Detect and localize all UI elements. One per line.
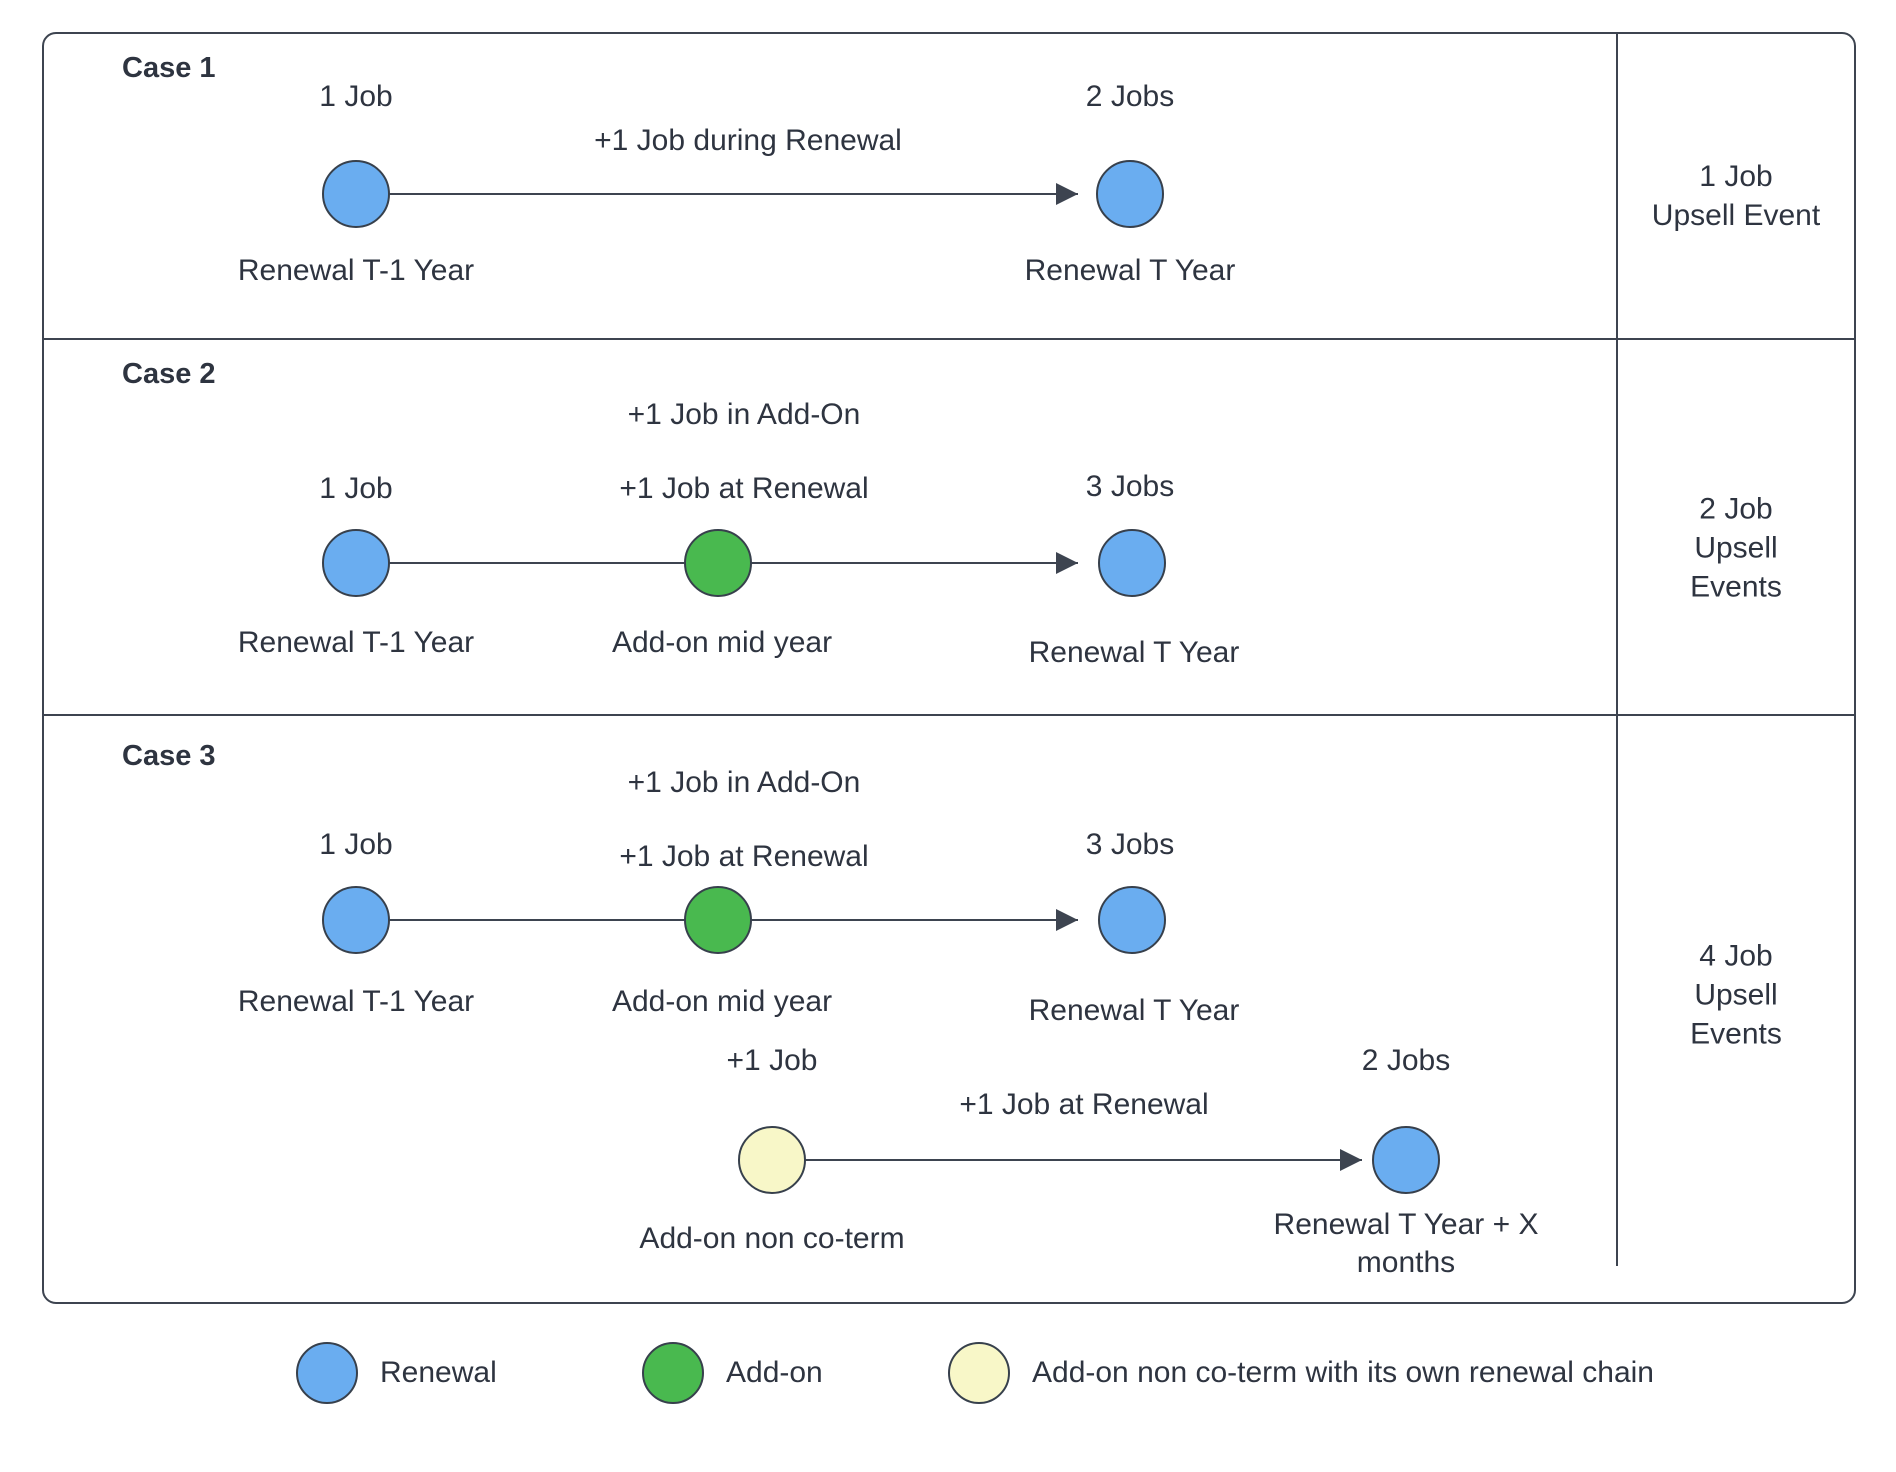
case-3-sub-node-1-bottom-label: Add-on non co-term <box>639 1222 905 1255</box>
diagram-frame <box>42 32 1856 1304</box>
legend-label-addon-non-coterm: Add-on non co-term with its own renewal … <box>1032 1356 1654 1389</box>
case-3-sub-node-1-top-label: +1 Job <box>726 1044 818 1077</box>
case-1-node-1-bottom-label: Renewal T-1 Year <box>237 254 475 287</box>
case-3-node-2-bottom-label: Add-on mid year <box>611 985 833 1018</box>
case-2-summary-line-3: Events <box>1690 570 1782 604</box>
case-3-node-renewal-start[interactable] <box>322 886 390 954</box>
legend-label-addon: Add-on <box>726 1356 823 1389</box>
case-2-summary-line-2: Upsell <box>1694 531 1778 565</box>
case-3-node-renewal-end[interactable] <box>1098 886 1166 954</box>
case-2-node-3-bottom-label: Renewal T Year <box>1028 636 1240 669</box>
case-2-node-1-top-label: 1 Job <box>319 472 393 505</box>
row-divider-1 <box>44 338 1854 340</box>
legend-item-addon-non-coterm: Add-on non co-term with its own renewal … <box>948 1342 1654 1404</box>
case-2-node-addon[interactable] <box>684 529 752 597</box>
case-1-node-2-bottom-label: Renewal T Year <box>1024 254 1236 287</box>
case-2-node-1-bottom-label: Renewal T-1 Year <box>237 626 475 659</box>
case-1-node-1-top-label: 1 Job <box>319 80 393 113</box>
case-1-title: Case 1 <box>122 52 216 84</box>
case-2-node-renewal-end[interactable] <box>1098 529 1166 597</box>
case-3-node-1-bottom-label: Renewal T-1 Year <box>237 985 475 1018</box>
legend-item-addon: Add-on <box>642 1342 823 1404</box>
case-3-arrowhead-sub <box>1340 1149 1362 1171</box>
case-3-summary-line-3: Events <box>1690 1017 1782 1051</box>
case-3-summary: 4 Job Upsell Events <box>1618 937 1854 1054</box>
case-2-title: Case 2 <box>122 358 216 390</box>
case-2-node-renewal-start[interactable] <box>322 529 390 597</box>
case-3-addon-label-top: +1 Job in Add-On <box>627 766 861 799</box>
case-1-node-renewal-start[interactable] <box>322 160 390 228</box>
case-3-sub-node-2-bottom-line-2: months <box>1356 1246 1456 1280</box>
case-1-summary: 1 Job Upsell Event <box>1618 157 1854 235</box>
case-3-summary-line-2: Upsell <box>1694 978 1778 1012</box>
case-1-edge-1-label: +1 Job during Renewal <box>594 124 902 157</box>
case-2-node-2-bottom-label: Add-on mid year <box>611 626 833 659</box>
case-3-sub-node-renewal-end[interactable] <box>1372 1126 1440 1194</box>
case-3-node-3-bottom-label: Renewal T Year <box>1028 994 1240 1027</box>
case-2-summary-line-1: 2 Job <box>1699 492 1773 526</box>
case-2-node-3-top-label: 3 Jobs <box>1085 470 1175 503</box>
legend-swatch-addon-icon <box>642 1342 704 1404</box>
case-3-node-addon-non-coterm[interactable] <box>738 1126 806 1194</box>
case-3-title: Case 3 <box>122 740 216 772</box>
case-3-node-3-top-label: 3 Jobs <box>1085 828 1175 861</box>
case-3-sub-edge-label: +1 Job at Renewal <box>959 1088 1209 1121</box>
case-1-summary-line-1: 1 Job <box>1699 160 1773 193</box>
case-1-arrowhead-1 <box>1056 183 1078 205</box>
case-2-addon-label-bottom: +1 Job at Renewal <box>619 472 869 505</box>
legend-swatch-addon-non-coterm-icon <box>948 1342 1010 1404</box>
case-3-edge-sub <box>772 1159 1362 1161</box>
case-3-sub-node-2-top-label: 2 Jobs <box>1361 1044 1451 1077</box>
case-3-node-addon[interactable] <box>684 886 752 954</box>
case-3-node-1-top-label: 1 Job <box>319 828 393 861</box>
case-1-node-2-top-label: 2 Jobs <box>1085 80 1175 113</box>
case-1-summary-line-2: Upsell Event <box>1651 199 1821 232</box>
legend-label-renewal: Renewal <box>380 1356 497 1389</box>
legend: Renewal Add-on Add-on non co-term with i… <box>0 1326 1896 1436</box>
case-2-summary: 2 Job Upsell Events <box>1618 490 1854 607</box>
summary-column-divider <box>1616 34 1618 1266</box>
case-1-node-renewal-end[interactable] <box>1096 160 1164 228</box>
case-2-arrowhead <box>1056 552 1078 574</box>
case-3-arrowhead-main <box>1056 909 1078 931</box>
case-1-edge-1 <box>356 193 1078 195</box>
legend-swatch-renewal-icon <box>296 1342 358 1404</box>
legend-item-renewal: Renewal <box>296 1342 497 1404</box>
case-3-sub-node-2-bottom-label: Renewal T Year + X months <box>1274 1206 1539 1283</box>
row-divider-2 <box>44 714 1854 716</box>
case-3-sub-node-2-bottom-line-1: Renewal T Year + X <box>1273 1208 1539 1241</box>
case-2-addon-label-top: +1 Job in Add-On <box>627 398 861 431</box>
case-3-addon-label-bottom: +1 Job at Renewal <box>619 840 869 873</box>
case-3-summary-line-1: 4 Job <box>1699 939 1773 973</box>
